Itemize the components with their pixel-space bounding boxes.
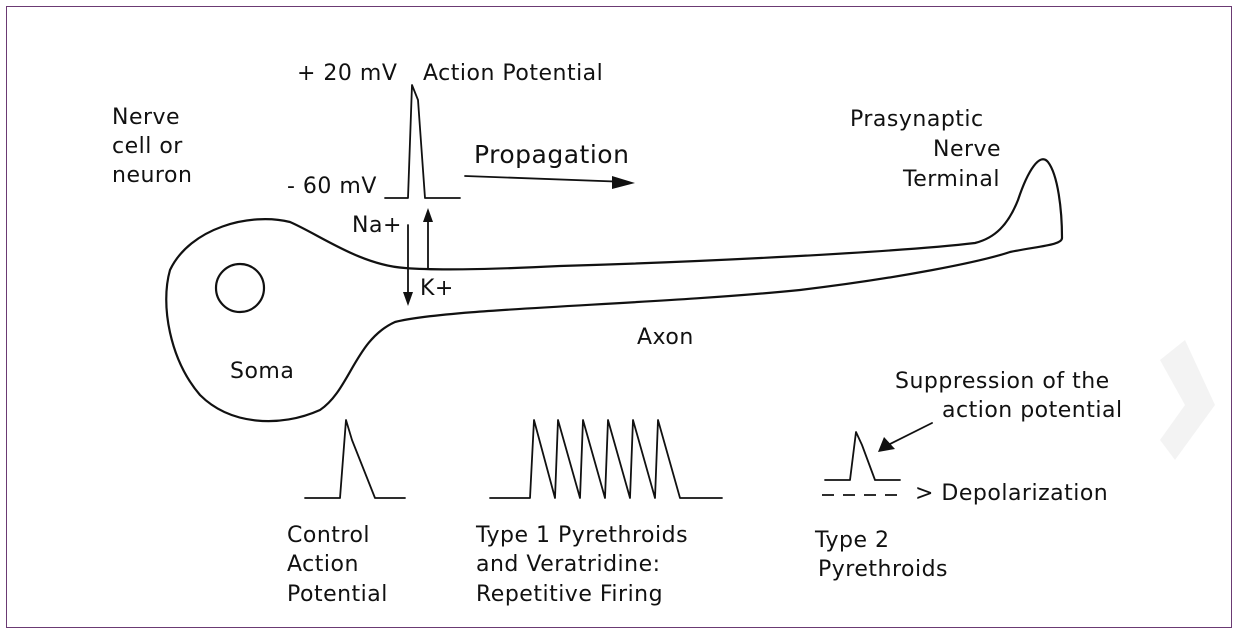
label-type1-1: Type 1 Pyrethroids: [475, 523, 688, 548]
label-action-potential: Action Potential: [423, 61, 603, 86]
label-propagation: Propagation: [474, 140, 629, 169]
action-potential-trace: [385, 85, 460, 198]
label-presynaptic-2: Nerve: [933, 137, 1001, 162]
suppression-arrow: [888, 423, 932, 445]
label-control-2: Action: [287, 552, 359, 577]
control-ap-trace: [305, 420, 405, 498]
label-depolarization: > Depolarization: [915, 481, 1108, 506]
label-k: K+: [420, 276, 454, 301]
label-type2-1: Type 2: [814, 528, 890, 553]
propagation-arrowhead: [612, 176, 635, 189]
label-soma: Soma: [230, 359, 294, 384]
nucleus: [216, 264, 264, 312]
label-minus60mv: - 60 mV: [287, 174, 377, 199]
k-arrowhead: [403, 292, 413, 306]
suppression-arrowhead: [878, 437, 895, 452]
label-control-3: Potential: [287, 582, 388, 607]
label-axon: Axon: [637, 325, 694, 350]
watermark-shape: [1160, 340, 1215, 460]
label-nerve-cell-3: neuron: [112, 163, 192, 188]
repetitive-firing-trace: [490, 420, 722, 498]
label-suppression-2: action potential: [942, 398, 1123, 423]
label-type1-3: Repetitive Firing: [476, 582, 663, 607]
label-type2-2: Pyrethroids: [818, 557, 948, 582]
label-na: Na+: [352, 213, 402, 238]
label-nerve-cell-1: Nerve: [112, 105, 180, 130]
na-arrowhead: [423, 208, 433, 222]
label-presynaptic-3: Terminal: [902, 167, 1000, 192]
label-presynaptic-1: Prasynaptic: [850, 107, 984, 132]
suppressed-ap-trace: [825, 432, 900, 480]
propagation-arrow: [465, 176, 628, 182]
label-plus20mv: + 20 mV: [297, 61, 397, 86]
label-control-1: Control: [287, 523, 370, 548]
label-type1-2: and Veratridine:: [476, 552, 661, 577]
label-nerve-cell-2: cell or: [112, 134, 183, 159]
label-suppression-1: Suppression of the: [895, 369, 1110, 394]
